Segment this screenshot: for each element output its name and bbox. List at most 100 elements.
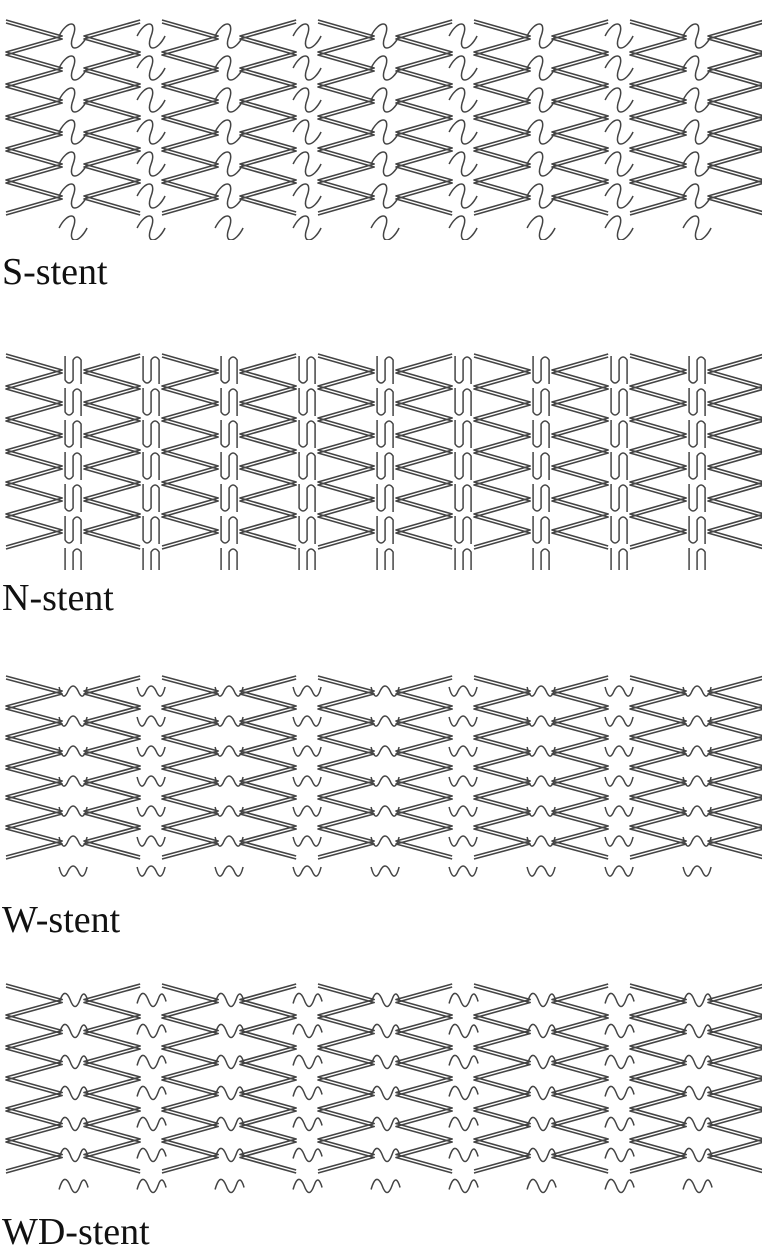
connector bbox=[136, 1085, 167, 1101]
connector bbox=[526, 805, 556, 817]
strut-ring bbox=[629, 986, 687, 1174]
connector bbox=[136, 1178, 167, 1194]
connector bbox=[136, 119, 166, 145]
connector bbox=[298, 484, 316, 512]
connector bbox=[682, 745, 712, 757]
connector bbox=[448, 865, 478, 877]
connector bbox=[604, 775, 634, 787]
strut-ring bbox=[551, 983, 609, 1171]
strut-ring bbox=[239, 19, 297, 213]
connector bbox=[370, 119, 400, 145]
connector bbox=[370, 685, 400, 697]
connector bbox=[136, 55, 166, 81]
connector bbox=[682, 1023, 713, 1039]
connector bbox=[136, 835, 166, 847]
connector bbox=[142, 388, 160, 416]
connector bbox=[448, 1085, 479, 1101]
connector bbox=[58, 805, 88, 817]
strut-ring bbox=[629, 356, 687, 550]
connector bbox=[604, 745, 634, 757]
connector bbox=[370, 87, 400, 113]
connector bbox=[532, 388, 550, 416]
connector bbox=[370, 23, 400, 49]
connector bbox=[526, 215, 556, 240]
connector bbox=[298, 516, 316, 544]
strut-ring bbox=[5, 983, 63, 1171]
connector bbox=[604, 1178, 635, 1194]
connector bbox=[136, 23, 166, 49]
strut-ring bbox=[473, 678, 531, 860]
connector bbox=[688, 484, 706, 512]
connector bbox=[370, 151, 400, 177]
connector bbox=[58, 1023, 89, 1039]
connector bbox=[58, 715, 88, 727]
connector bbox=[214, 215, 244, 240]
connector bbox=[526, 119, 556, 145]
connector bbox=[370, 215, 400, 240]
connector bbox=[136, 865, 166, 877]
connector bbox=[688, 452, 706, 480]
strut-ring bbox=[83, 22, 141, 216]
connector bbox=[214, 1085, 245, 1101]
connector bbox=[214, 1116, 245, 1132]
connector bbox=[448, 1054, 479, 1070]
strut-ring bbox=[395, 986, 453, 1174]
connector bbox=[136, 805, 166, 817]
connector bbox=[58, 1178, 89, 1194]
strut-ring bbox=[317, 19, 375, 213]
connector bbox=[58, 992, 89, 1008]
connector bbox=[376, 516, 394, 544]
connector bbox=[292, 745, 322, 757]
connector bbox=[370, 745, 400, 757]
connector bbox=[526, 865, 556, 877]
w-stent-pattern bbox=[5, 675, 762, 877]
connector bbox=[220, 420, 238, 448]
connector bbox=[376, 388, 394, 416]
connector bbox=[292, 55, 322, 81]
strut-ring bbox=[161, 986, 219, 1174]
connector bbox=[298, 388, 316, 416]
connector bbox=[448, 23, 478, 49]
connector bbox=[526, 715, 556, 727]
connector bbox=[220, 484, 238, 512]
connector bbox=[136, 1147, 167, 1163]
s-stent-pattern bbox=[5, 19, 762, 240]
connector bbox=[214, 745, 244, 757]
connector bbox=[526, 1116, 557, 1132]
connector bbox=[448, 151, 478, 177]
connector bbox=[526, 23, 556, 49]
strut-ring bbox=[551, 675, 609, 857]
connector bbox=[604, 805, 634, 817]
connector bbox=[292, 992, 323, 1008]
strut-ring bbox=[317, 675, 375, 857]
connector bbox=[682, 23, 712, 49]
connector bbox=[370, 1116, 401, 1132]
connector bbox=[58, 835, 88, 847]
connector bbox=[454, 484, 472, 512]
connector bbox=[292, 685, 322, 697]
connector bbox=[370, 1054, 401, 1070]
connector bbox=[136, 745, 166, 757]
strut-ring bbox=[239, 678, 297, 860]
strut-ring bbox=[395, 983, 453, 1171]
connector bbox=[604, 23, 634, 49]
connector bbox=[376, 484, 394, 512]
strut-ring bbox=[473, 22, 531, 216]
strut-ring bbox=[551, 353, 609, 547]
connector bbox=[448, 87, 478, 113]
connector bbox=[292, 23, 322, 49]
connector bbox=[526, 775, 556, 787]
connector bbox=[448, 119, 478, 145]
strut-ring bbox=[239, 986, 297, 1174]
strut-ring bbox=[317, 983, 375, 1171]
connector bbox=[376, 452, 394, 480]
connector bbox=[688, 420, 706, 448]
connector bbox=[136, 151, 166, 177]
strut-ring bbox=[161, 353, 219, 547]
connector bbox=[682, 183, 712, 209]
connector bbox=[220, 548, 238, 570]
strut-ring bbox=[239, 356, 297, 550]
connector bbox=[64, 484, 82, 512]
strut-ring bbox=[5, 356, 63, 550]
connector bbox=[526, 835, 556, 847]
